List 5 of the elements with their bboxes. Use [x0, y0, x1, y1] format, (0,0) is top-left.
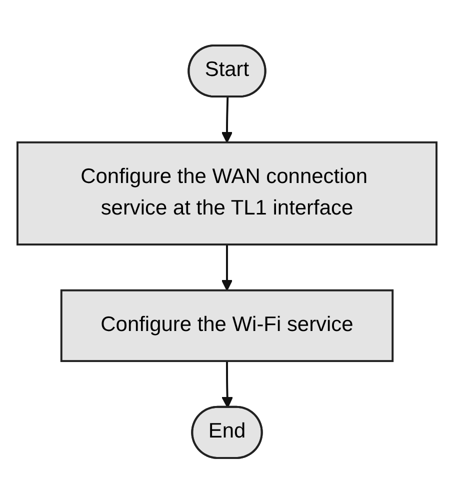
arrow — [221, 244, 233, 292]
node-box: Configure the WAN connection service at the TL1 interface — [16, 142, 438, 246]
arrow — [221, 97, 233, 144]
node-box: Configure the Wi-Fi service — [60, 290, 394, 362]
arrow — [222, 361, 234, 408]
